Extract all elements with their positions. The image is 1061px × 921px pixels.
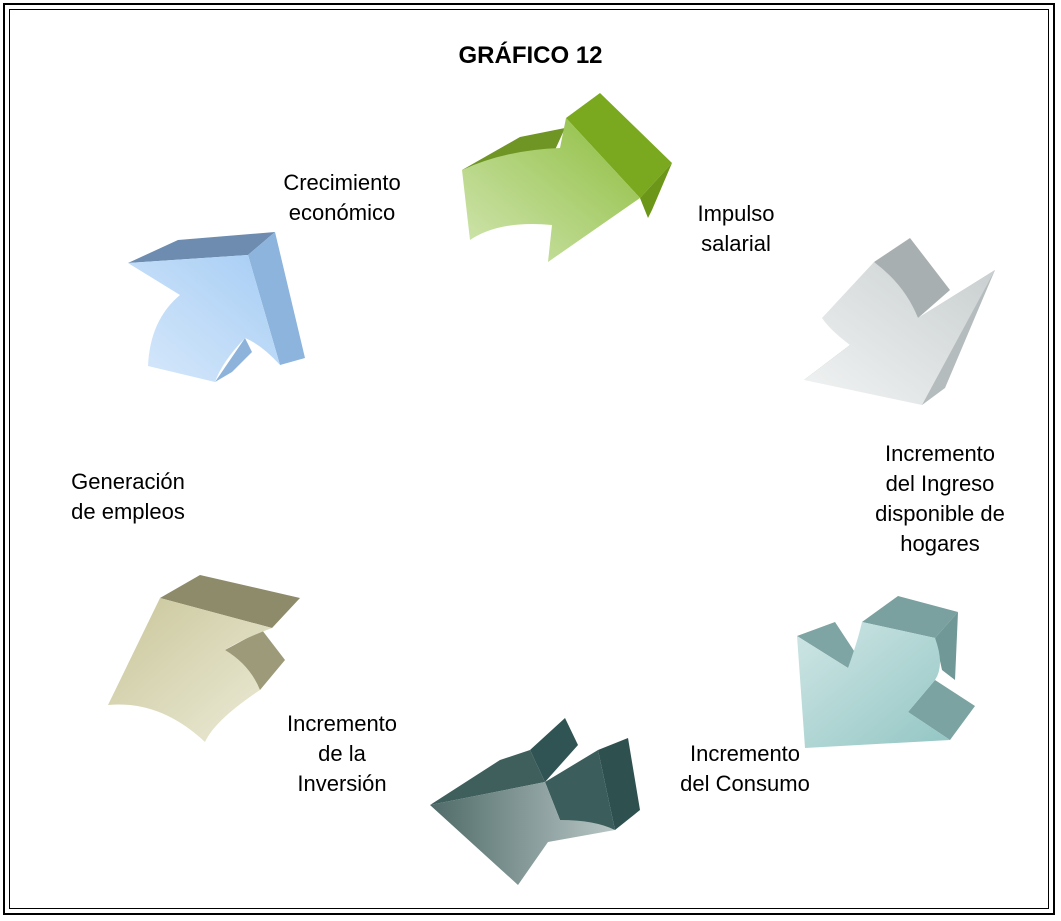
label-impulso-salarial: Impulso salarial xyxy=(673,199,799,259)
arrow-grey-icon xyxy=(804,238,995,405)
arrow-teal-icon xyxy=(797,596,975,748)
label-line: Incremento xyxy=(884,441,996,466)
arrow-green-icon xyxy=(462,93,672,262)
label-line: Incremento xyxy=(689,741,801,766)
outer-border xyxy=(3,3,1055,915)
diagram-title: GRÁFICO 12 xyxy=(458,42,603,69)
inner-border xyxy=(9,9,1049,909)
label-incremento-consumo: Incremento del Consumo xyxy=(660,739,830,799)
arrow-dark-icon xyxy=(430,718,640,885)
label-line: Crecimiento xyxy=(283,170,401,195)
label-line: salarial xyxy=(701,231,771,256)
label-line: Generación xyxy=(71,469,185,494)
label-line: de empleos xyxy=(71,499,185,524)
label-incremento-ingreso: Incremento del Ingreso disponible de hog… xyxy=(852,439,1028,559)
label-line: hogares xyxy=(900,531,980,556)
label-line: disponible de xyxy=(875,501,1005,526)
label-crecimiento-economico: Crecimiento económico xyxy=(262,168,422,228)
label-line: del Consumo xyxy=(680,771,810,796)
label-line: de la xyxy=(318,741,366,766)
label-line: Impulso xyxy=(697,201,775,226)
label-generacion-empleos: Generación de empleos xyxy=(50,467,206,527)
label-line: económico xyxy=(288,200,396,225)
label-line: Inversión xyxy=(297,771,387,796)
label-line: del Ingreso xyxy=(885,471,995,496)
arrow-blue-icon xyxy=(128,232,305,382)
label-incremento-inversion: Incremento de la Inversión xyxy=(262,709,422,799)
arrow-khaki-icon xyxy=(108,575,300,742)
label-line: Incremento xyxy=(286,711,398,736)
